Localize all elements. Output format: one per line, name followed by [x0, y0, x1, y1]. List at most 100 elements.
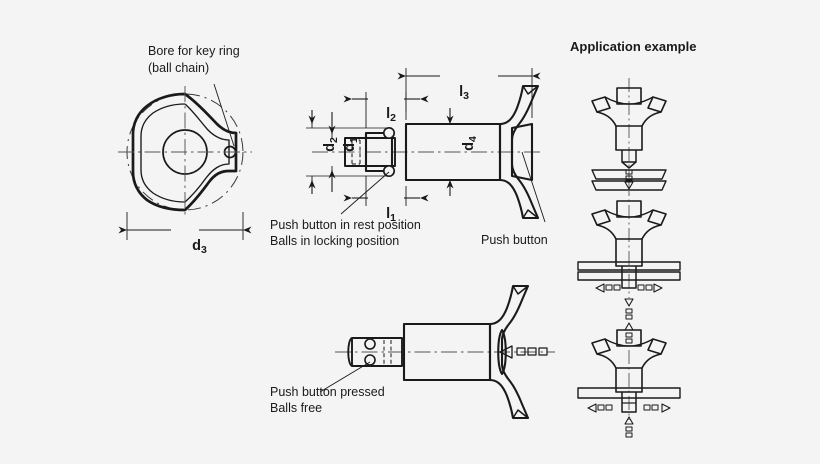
push-button-cap	[510, 122, 534, 182]
app2-motion-dash-bottom-1	[625, 308, 633, 314]
app3-wing-right	[647, 338, 667, 355]
key-ring-leader-line	[213, 83, 235, 147]
d1-base: d	[341, 143, 358, 152]
app2-knob-skirt	[596, 224, 662, 240]
dimension-label-d1: d1	[324, 137, 377, 168]
pressed-lobe-tip-lower	[512, 409, 529, 419]
app3-load-dash-right-2	[643, 404, 651, 411]
pressed-button-cap	[497, 328, 507, 376]
pressed-pin-tip-round	[347, 337, 353, 367]
section-rest-position	[306, 68, 546, 223]
app3-knob-skirt	[596, 353, 662, 369]
app2-motion-dash-bottom-2	[625, 314, 633, 320]
push-button-leader-line	[521, 151, 546, 223]
dimension-label-d3: d3	[176, 220, 207, 273]
app2-load-arrow-right	[653, 283, 663, 293]
application-step-through	[577, 169, 681, 320]
app2-wing-left	[591, 209, 611, 226]
l2-base: l	[386, 105, 391, 122]
app1-pin	[621, 150, 637, 163]
app2-load-dash-left-1	[605, 284, 613, 291]
d3-base: d	[192, 237, 201, 254]
app3-load-dash-left-1	[597, 404, 605, 411]
app3-motion-dash-bottom-1	[625, 426, 633, 432]
app2-wing-right	[647, 209, 667, 226]
app3-barrel	[615, 368, 643, 393]
d4-base: d	[460, 142, 477, 151]
bore-note-line-1: Bore for key ring	[148, 44, 240, 58]
app3-load-arrow-right	[661, 403, 671, 413]
app2-barrel	[615, 239, 643, 267]
app1-pin-tip	[621, 161, 637, 169]
app3-load-dash-left-2	[605, 404, 613, 411]
dimension-label-l3: l3	[443, 66, 469, 119]
application-step-insert	[591, 78, 667, 191]
l2-subscript: 2	[390, 111, 396, 124]
app1-wing-right	[647, 96, 667, 113]
app2-load-dash-right-2	[637, 284, 645, 291]
dimension-label-d4: d4	[443, 136, 496, 167]
app1-button-cap	[616, 87, 642, 105]
application-step-locked	[577, 322, 681, 438]
d4-subscript: 4	[466, 136, 479, 143]
push-direction-dash-1	[516, 347, 526, 356]
pressed-note-leader-line	[319, 361, 371, 393]
pressed-lobe-tip-upper	[512, 285, 529, 295]
app2-button-cap	[616, 200, 642, 218]
app3-motion-arrow-bottom	[624, 416, 634, 425]
app1-knob-top-curve	[604, 96, 654, 105]
app2-load-arrow-left	[595, 283, 605, 293]
bore-note-line-2: (ball chain)	[148, 61, 210, 75]
app2-knob-top-curve	[604, 209, 654, 218]
rest-note-line-2: Balls in locking position	[270, 234, 400, 248]
app2-plate-lower	[577, 271, 681, 281]
app3-motion-arrow-top	[624, 322, 634, 331]
retracted-ball-upper	[364, 338, 376, 350]
app3-load-dash-right-1	[651, 404, 659, 411]
pin-internal-hidden-line	[351, 140, 361, 164]
app2-load-dash-left-2	[613, 284, 621, 291]
app3-motion-dash-top-1	[625, 332, 633, 338]
dimension-label-l2: l2	[370, 88, 396, 141]
app1-knob-skirt	[596, 111, 662, 127]
app3-plate	[577, 387, 681, 399]
d3-subscript: 3	[200, 243, 207, 256]
pressed-pin-hidden-line	[383, 340, 392, 364]
pressed-knob-profile	[488, 284, 530, 420]
knob-outline	[131, 92, 238, 212]
l3-subscript: 3	[463, 89, 469, 102]
app2-plate-upper	[577, 261, 681, 271]
application-example-title: Application example	[570, 39, 697, 54]
l1-base: l	[386, 205, 391, 222]
l3-base: l	[459, 83, 464, 100]
push-direction-dash-2	[527, 347, 537, 356]
app1-plate-upper	[591, 169, 667, 180]
key-ring-bore-highlight	[223, 145, 237, 153]
dimension-label-l1: l1	[370, 188, 396, 241]
l1-subscript: 1	[390, 211, 396, 224]
pressed-note-line-2: Balls free	[270, 401, 323, 415]
push-direction-arrowhead	[499, 345, 513, 359]
d1-subscript: 1	[347, 137, 360, 144]
push-button-label: Push button	[481, 233, 548, 247]
pin-internal-hidden-cap	[352, 139, 360, 165]
knob-inner-wall-left	[140, 103, 186, 203]
app3-wing-left	[591, 338, 611, 355]
app1-plate-lower	[591, 180, 667, 191]
app2-motion-arrow-top	[624, 181, 634, 190]
push-direction-dash-3	[538, 347, 548, 356]
front-view-knob	[118, 83, 252, 240]
app1-barrel	[615, 126, 643, 151]
app1-wing-left	[591, 96, 611, 113]
retracted-ball-lower	[364, 354, 376, 366]
app3-motion-dash-bottom-2	[625, 432, 633, 438]
pressed-pin-shaft	[351, 337, 403, 367]
rest-note-leader-line	[340, 171, 390, 215]
app3-button-cap	[616, 329, 642, 347]
section-pressed-position	[319, 284, 555, 420]
app3-pin	[621, 392, 637, 413]
knob-lobe-tip-upper	[522, 85, 539, 95]
app2-pin	[621, 266, 637, 289]
